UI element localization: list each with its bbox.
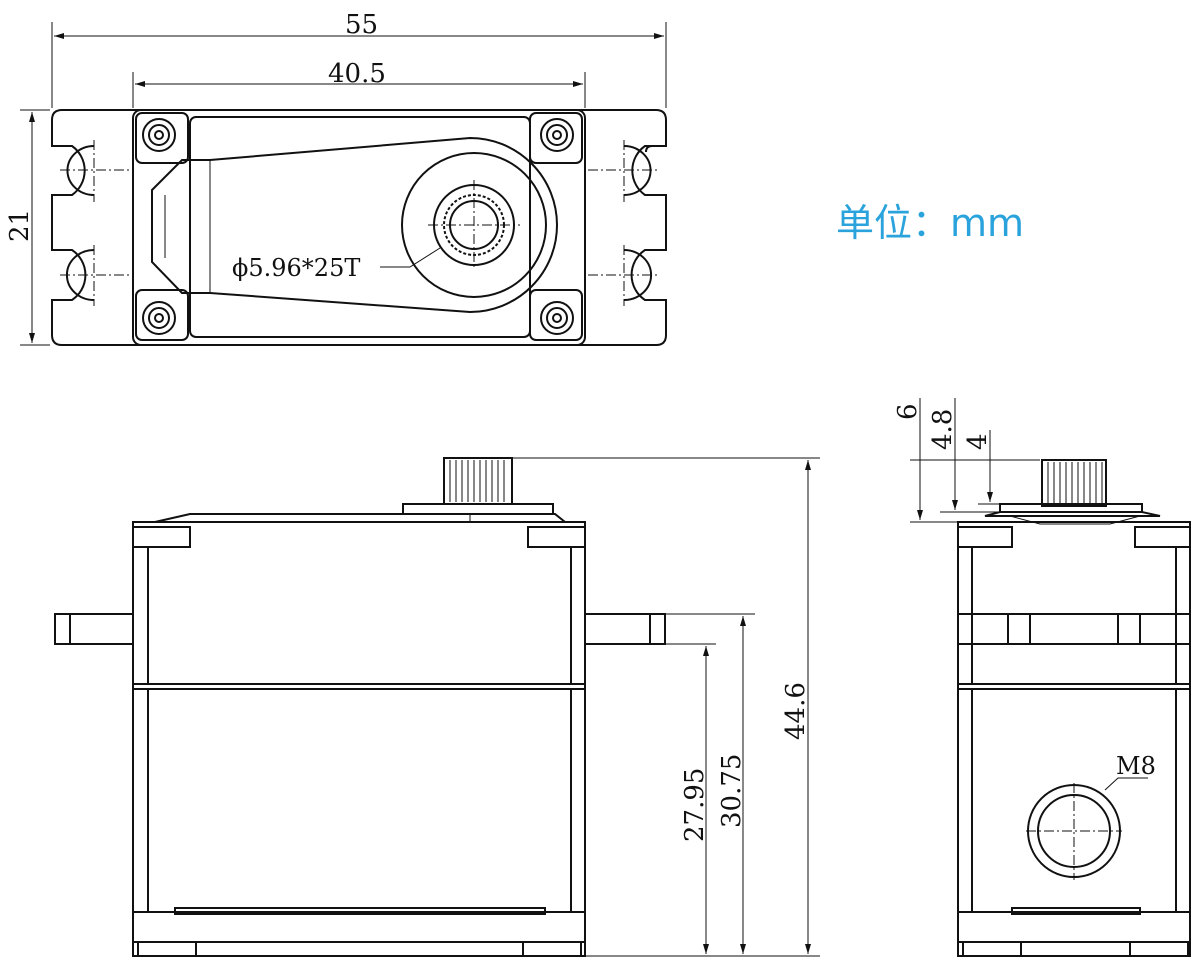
side-spline xyxy=(1041,459,1107,507)
thread-label: M8 xyxy=(1116,752,1156,780)
front-view: 44.6 30.75 27.95 xyxy=(54,457,820,957)
screw-bottom-left xyxy=(142,301,176,335)
screw-top-left xyxy=(142,118,176,152)
dim-spline-6: 6 xyxy=(893,403,923,420)
dim-spline-4: 4 xyxy=(963,433,993,450)
front-top-case xyxy=(132,521,586,685)
dim-mount-height-lower: 27.95 xyxy=(680,768,710,842)
front-left-ear xyxy=(54,613,133,645)
top-view-case xyxy=(132,109,586,346)
spline-spec-label: ϕ5.96*25T xyxy=(232,254,360,282)
top-view: ϕ5.96*25T 55 40.5 21 xyxy=(5,10,667,346)
side-view: M8 6 4.8 4 xyxy=(893,398,1191,957)
front-spline xyxy=(443,457,513,505)
dim-case-width: 40.5 xyxy=(328,59,386,89)
screw-top-right xyxy=(540,118,574,152)
dim-mount-height-upper: 30.75 xyxy=(717,754,747,828)
dim-overall-height: 44.6 xyxy=(781,682,811,740)
dim-overall-width: 55 xyxy=(345,10,378,40)
dim-spline-48: 4.8 xyxy=(928,409,958,450)
screw-bottom-right xyxy=(540,301,574,335)
side-top-case xyxy=(957,521,1191,615)
front-right-ear xyxy=(585,613,666,645)
unit-label: 单位：mm xyxy=(836,201,1024,245)
front-middle-case xyxy=(132,683,586,913)
output-boss xyxy=(401,152,547,298)
dim-case-depth: 21 xyxy=(5,209,35,242)
